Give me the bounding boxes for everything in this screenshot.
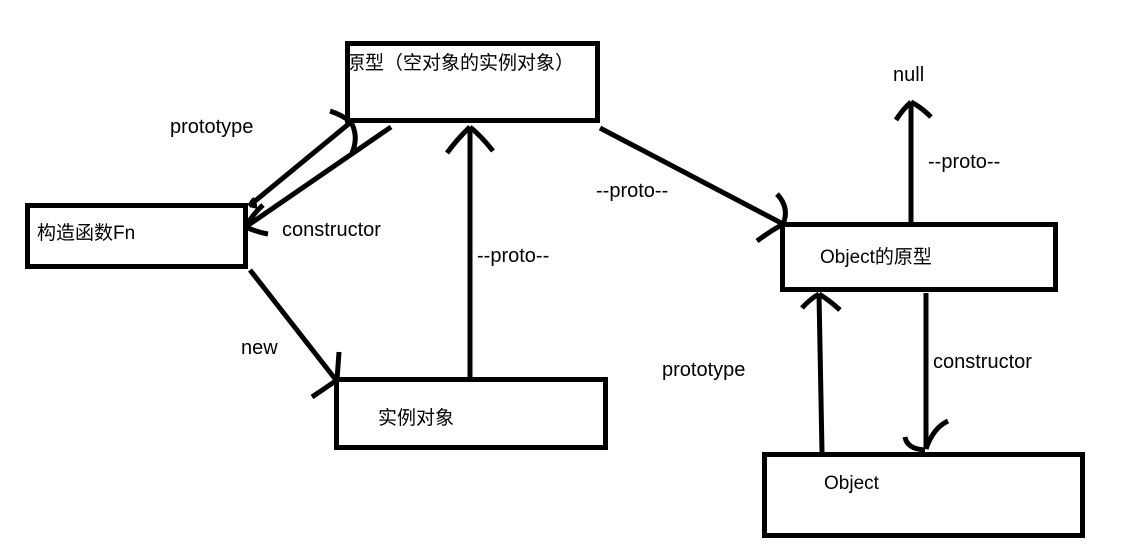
node-instance-label: 实例对象 <box>378 408 455 429</box>
node-constructor-fn: 构造函数Fn <box>25 203 248 269</box>
node-object-prototype: Object的原型 <box>780 222 1058 292</box>
arrow-object-prototype <box>800 291 842 453</box>
node-fn-prototype-label: 原型（空对象的实例对象） <box>346 53 575 74</box>
edge-label-proto-upper-right: --proto-- <box>596 180 669 202</box>
node-null: null <box>893 64 925 86</box>
edge-label-proto-right: --proto-- <box>928 151 1001 173</box>
arrow-instance-proto <box>444 125 495 378</box>
node-instance: 实例对象 <box>334 377 608 450</box>
edge-label-proto-middle: --proto-- <box>477 245 550 267</box>
arrow-fn-prototype <box>247 108 358 208</box>
arrow-object-constructor <box>902 293 950 453</box>
arrow-objproto-to-null <box>893 99 933 222</box>
node-constructor-fn-label: 构造函数Fn <box>37 223 136 244</box>
node-fn-prototype: 原型（空对象的实例对象） <box>345 41 600 123</box>
edge-label-constructor-left: constructor <box>282 219 381 241</box>
node-object-prototype-label: Object的原型 <box>820 247 932 268</box>
edge-label-constructor-bottom: constructor <box>933 351 1032 373</box>
node-object-label: Object <box>824 473 879 494</box>
arrow-new <box>248 268 342 400</box>
edge-label-prototype-bottom: prototype <box>662 359 746 381</box>
edge-label-prototype-left: prototype <box>170 116 254 138</box>
edge-label-new: new <box>241 337 278 359</box>
node-object: Object <box>762 452 1085 538</box>
